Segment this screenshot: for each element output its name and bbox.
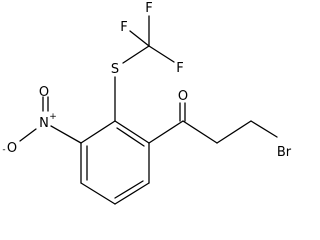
ring-bond-c3-c4 (114, 182, 150, 205)
atom-o-ketone: O (178, 89, 188, 104)
bond-n-o-left (19, 128, 37, 142)
ring-double-bond-c1-c2 (116, 127, 145, 147)
charge-o-minus: - (2, 145, 5, 155)
atom-o-nitro-top: O (39, 85, 49, 100)
bond-carbonyl-ch2 (182, 120, 218, 144)
structure-diagram: F F F S O N + O - O Br (2, 1, 292, 205)
trifluoromethylthio-group: F F F S (111, 1, 184, 122)
atom-br: Br (277, 145, 292, 160)
ring-bond-c4-c5 (80, 182, 116, 205)
molecule-drawing: F F F S O N + O - O Br (2, 1, 292, 205)
charge-n-plus: + (49, 112, 57, 122)
atom-f-top: F (145, 1, 152, 16)
ring-bond-c1-c2 (114, 120, 150, 144)
ring-double-bond-c3-c4 (114, 180, 144, 199)
atom-n-nitro: N (39, 116, 49, 131)
atom-o-nitro-left: O (7, 141, 17, 156)
atom-f-right: F (176, 61, 183, 76)
bond-ring-carbonyl (148, 120, 184, 144)
bond-ch2-br (250, 120, 278, 138)
bond-ch2-ch2br (216, 120, 252, 144)
benzene-ring (80, 120, 150, 205)
bond-ring-n (50, 125, 82, 144)
atom-f-left: F (120, 20, 127, 35)
bond-c-f-right (148, 45, 175, 63)
bond-s-cf3 (122, 45, 150, 64)
bromopropanoyl-chain: O Br (148, 89, 292, 160)
nitro-group: O N + O - (2, 85, 82, 156)
ring-bond-c6-c1 (80, 120, 116, 144)
bond-c-f-left (129, 30, 150, 47)
atom-s: S (111, 62, 119, 77)
